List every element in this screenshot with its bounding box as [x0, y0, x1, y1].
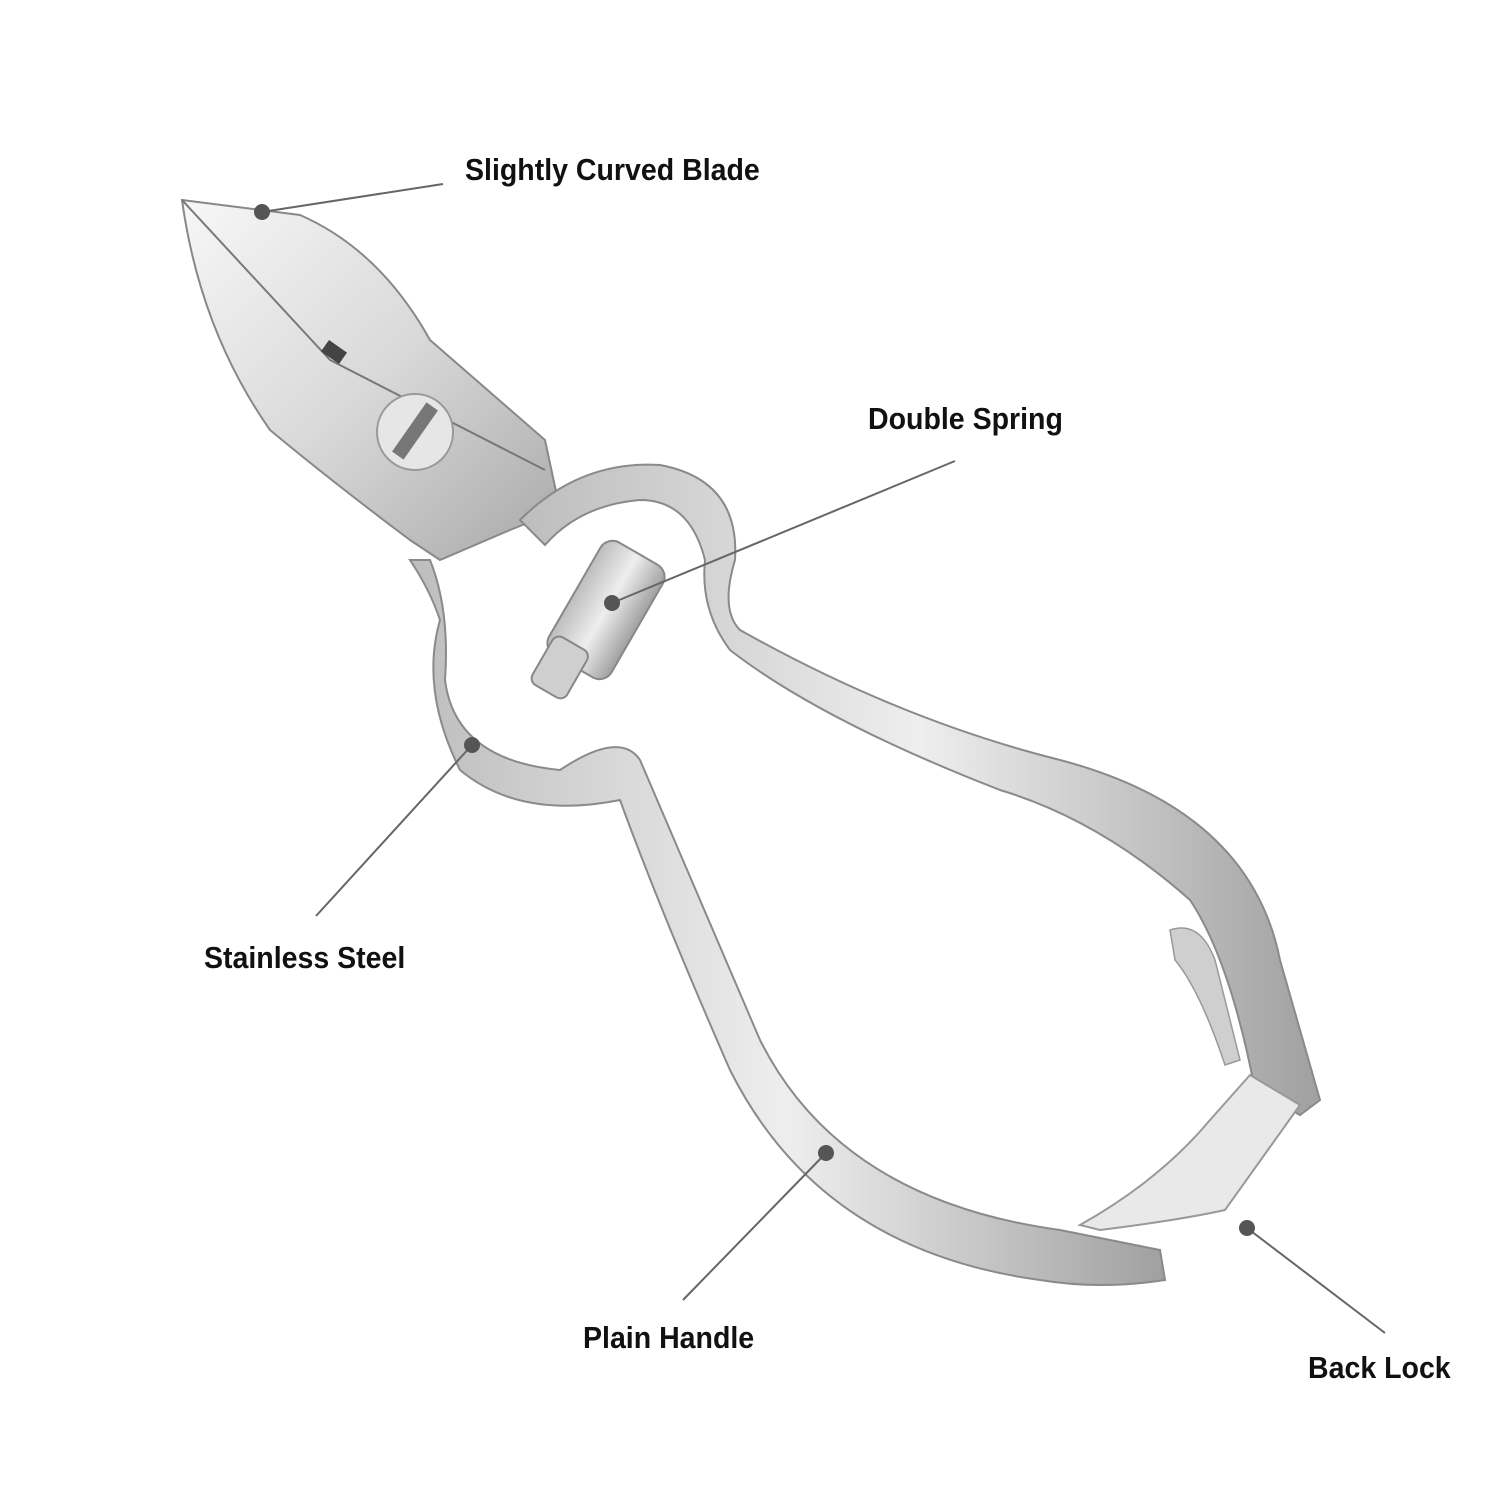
leader-line-blade [261, 183, 444, 213]
callout-dot-handle [818, 1145, 834, 1161]
callout-label-steel: Stainless Steel [204, 940, 406, 975]
blade-head [180, 198, 562, 562]
callout-label-lock: Back Lock [1308, 1350, 1451, 1385]
upper-handle [518, 463, 1322, 1117]
callout-label-blade: Slightly Curved Blade [465, 152, 760, 187]
leader-line-steel [315, 744, 473, 917]
callout-label-spring: Double Spring [868, 401, 1063, 436]
callout-dot-steel [464, 737, 480, 753]
leader-line-lock [1246, 1227, 1386, 1334]
leader-line-handle [682, 1152, 827, 1301]
back-lock [1077, 1073, 1302, 1232]
callout-dot-spring [604, 595, 620, 611]
leader-line-spring [611, 460, 956, 604]
callout-label-handle: Plain Handle [583, 1320, 755, 1355]
double-spring [530, 539, 666, 700]
callout-dot-lock [1239, 1220, 1255, 1236]
callout-dot-blade [254, 204, 270, 220]
plain-handle [408, 559, 1167, 1286]
